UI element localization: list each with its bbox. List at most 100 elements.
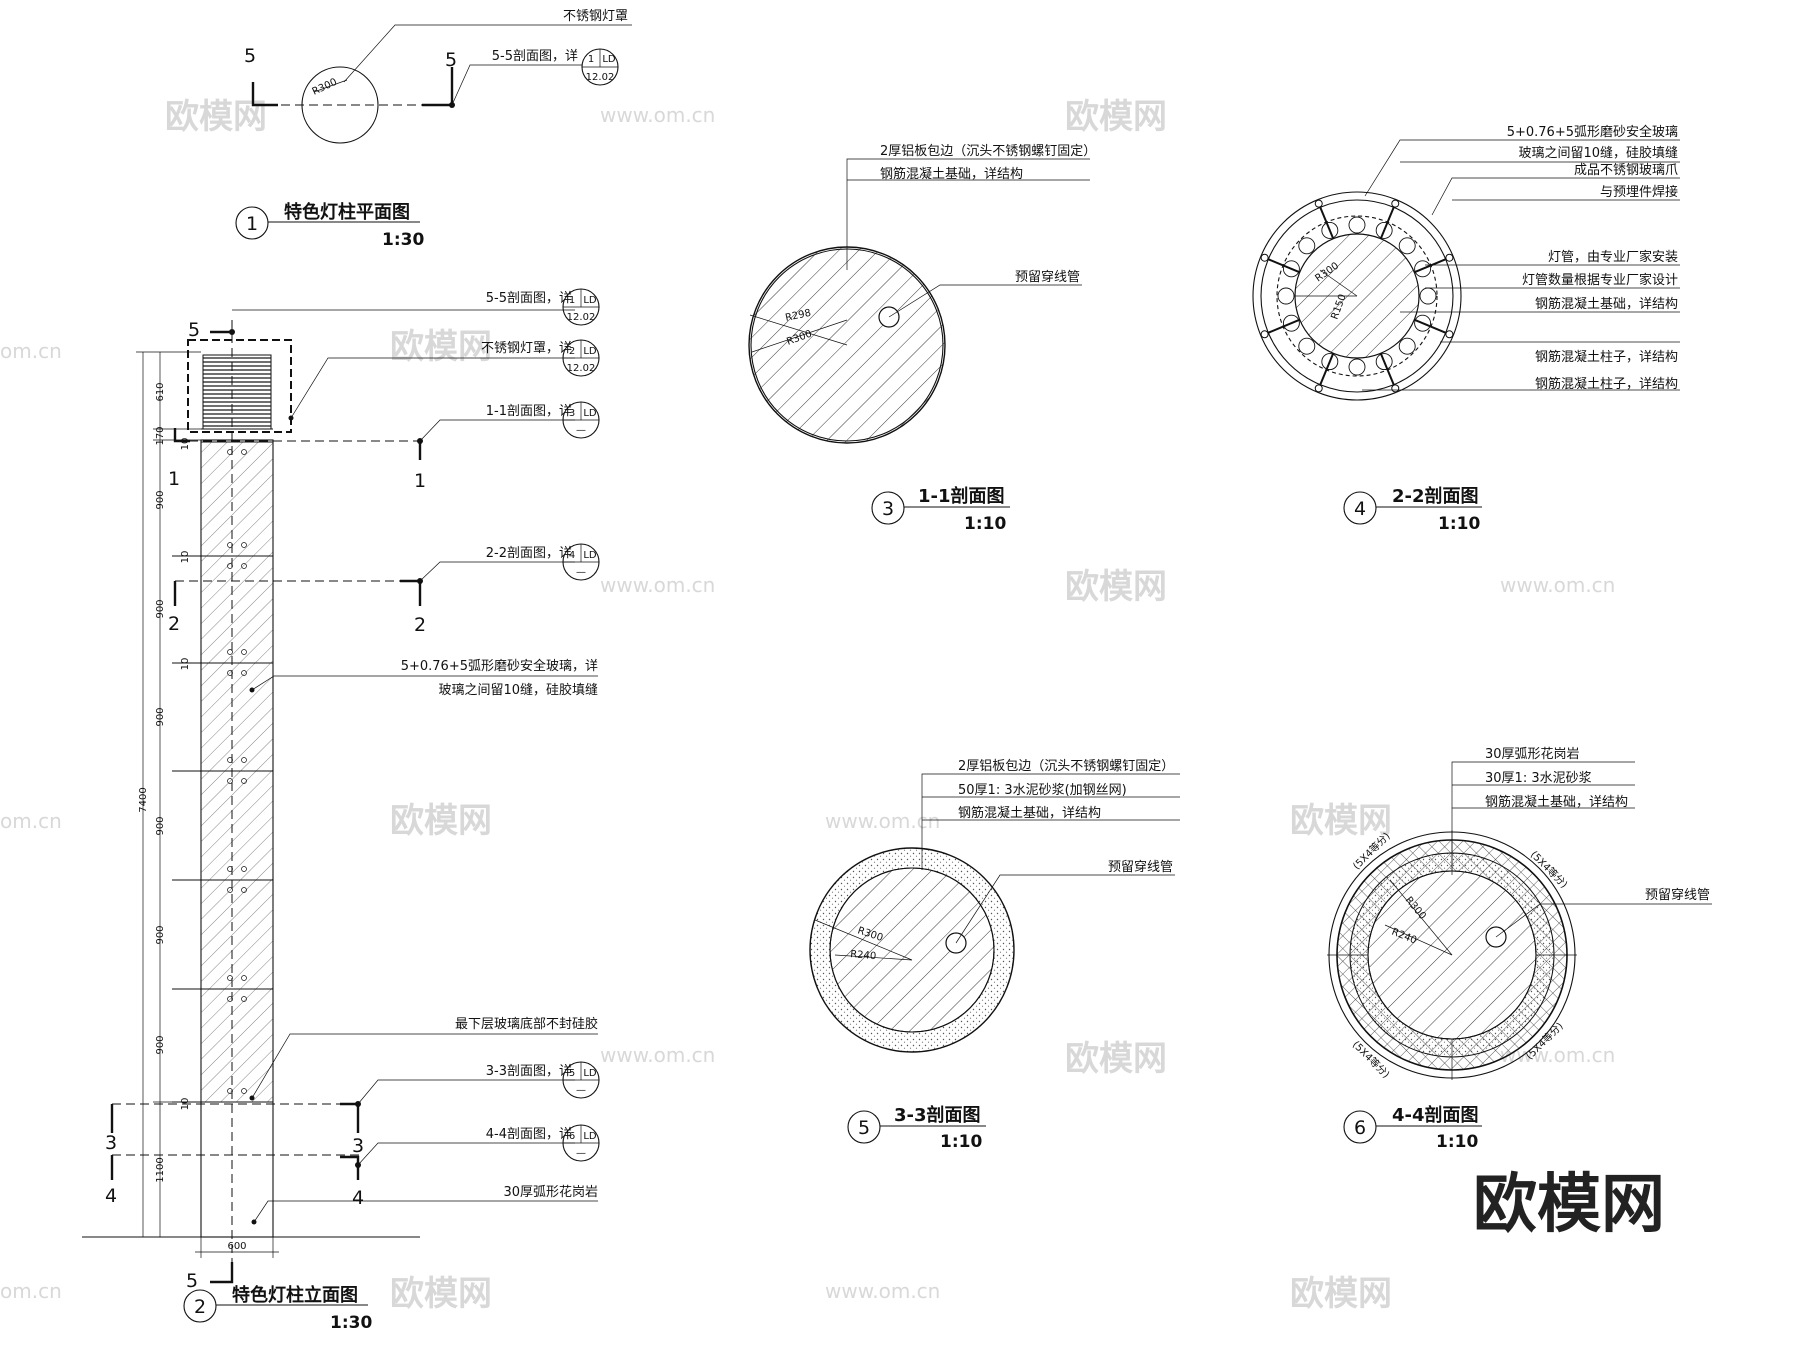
radius-line	[313, 79, 348, 93]
section-mark-left: 5	[244, 45, 256, 67]
svg-text:2: 2	[168, 613, 180, 635]
detail-reference-bubble: 1 LD 12.02	[581, 48, 619, 86]
watermark-url: www.om.cn	[825, 1279, 940, 1303]
svg-text:钢筋混凝土基础，详结构: 钢筋混凝土基础，详结构	[1535, 296, 1678, 312]
svg-text:4: 4	[569, 550, 575, 561]
title-number: 1	[246, 213, 258, 235]
conduit-note: 预留穿线管	[1645, 887, 1710, 903]
watermark: 欧模网	[390, 801, 492, 841]
conduit-note: 预留穿线管	[1015, 269, 1080, 285]
section-2-2: R300 R150 5+0.76+5弧形磨砂安全玻璃 玻璃之间留10缝，硅胶填缝…	[1252, 124, 1680, 534]
svg-text:12.02: 12.02	[567, 312, 596, 323]
watermark: 欧模网	[1065, 1039, 1167, 1079]
title-number-circle	[1343, 491, 1377, 525]
light-tube	[1348, 358, 1366, 376]
lamp-detail-box	[187, 339, 292, 433]
svg-text:灯管，由专业厂家安装: 灯管，由专业厂家安装	[1548, 249, 1678, 265]
watermark-url: www.om.cn	[825, 809, 940, 833]
svg-text:900: 900	[155, 925, 166, 944]
width-dimension: 600	[227, 1241, 246, 1252]
title-number-circle	[1343, 1110, 1377, 1144]
section-title: 4-4剖面图	[1392, 1104, 1479, 1126]
watermark-url: om.cn	[0, 1279, 62, 1303]
svg-text:LD: LD	[583, 346, 597, 357]
svg-text:1: 1	[168, 468, 180, 490]
watermark: 欧模网	[165, 97, 267, 137]
note-cover: 不锈钢灯罩	[563, 9, 628, 24]
svg-text:5: 5	[186, 1270, 198, 1292]
svg-text:3: 3	[352, 1135, 364, 1157]
watermark-url: www.om.cn	[600, 103, 715, 127]
watermark-url: www.om.cn	[600, 1043, 715, 1067]
glass-brackets	[1260, 199, 1454, 393]
note: 钢筋混凝土基础，详结构	[880, 166, 1023, 182]
elevation-scale: 1:30	[330, 1313, 372, 1333]
svg-text:成品不锈钢玻璃爪: 成品不锈钢玻璃爪	[1574, 163, 1678, 178]
section-scale: 1:10	[1436, 1132, 1478, 1152]
elevation-title: 特色灯柱立面图	[232, 1284, 358, 1306]
light-tubes	[1277, 216, 1437, 376]
svg-text:2: 2	[569, 346, 575, 357]
svg-text:与预埋件焊接: 与预埋件焊接	[1600, 184, 1678, 200]
title-number-circle	[871, 491, 905, 525]
bracket-clamp	[1314, 199, 1323, 208]
section-mark-right: 5	[445, 49, 457, 71]
bracket-clamp	[1391, 199, 1400, 208]
leader-line	[846, 158, 1090, 270]
plan-scale: 1:30	[382, 230, 424, 250]
svg-text:4: 4	[1354, 498, 1366, 520]
section-arrow-left	[251, 82, 278, 107]
bracket-clamp	[1391, 384, 1400, 393]
svg-text:610: 610	[155, 382, 166, 401]
svg-text:1: 1	[569, 295, 575, 306]
title-number-circle	[183, 1289, 217, 1323]
svg-text:10: 10	[180, 658, 191, 671]
section-scale: 1:10	[964, 514, 1006, 534]
title-number-circle	[847, 1110, 881, 1144]
glass-bracket	[1379, 203, 1397, 240]
svg-text:900: 900	[155, 490, 166, 509]
light-tube	[1419, 287, 1437, 305]
conduit-note: 预留穿线管	[1108, 859, 1173, 875]
glass-bracket	[1264, 318, 1301, 336]
svg-text:LD: LD	[583, 550, 597, 561]
watermark: 欧模网	[1065, 97, 1167, 137]
note: 50厚1: 3水泥砂浆(加钢丝网)	[958, 783, 1127, 798]
section-scale: 1:10	[940, 1132, 982, 1152]
svg-text:900: 900	[155, 816, 166, 835]
svg-text:LD: LD	[583, 1131, 597, 1142]
note: 钢筋混凝土基础，详结构	[958, 805, 1101, 821]
note: 2厚铝板包边（沉头不锈钢螺钉固定）	[880, 144, 1096, 159]
glass-bracket	[1413, 318, 1450, 336]
note: 2厚铝板包边（沉头不锈钢螺钉固定）	[958, 759, 1174, 774]
elevation-view: 610 170 900 900 900 900 900 900 1100 740…	[82, 288, 600, 1333]
svg-text:900: 900	[155, 707, 166, 726]
svg-text:1: 1	[588, 54, 594, 65]
svg-text:4-4剖面图，详: 4-4剖面图，详	[486, 1127, 572, 1142]
svg-text:—: —	[576, 1148, 586, 1159]
svg-text:玻璃之间留10缝，硅胶填缝: 玻璃之间留10缝，硅胶填缝	[1518, 145, 1678, 161]
section-title: 1-1剖面图	[918, 485, 1005, 507]
watermark: 欧模网	[1290, 1274, 1392, 1314]
note: 30厚弧形花岗岩	[1485, 746, 1580, 762]
svg-text:10: 10	[180, 438, 191, 451]
svg-text:2: 2	[414, 614, 426, 636]
svg-text:灯管数量根据专业厂家设计: 灯管数量根据专业厂家设计	[1522, 272, 1678, 288]
bracket-clamp	[1445, 330, 1454, 339]
glass-panels	[201, 442, 273, 1102]
section-3-3: R300 R240 2厚铝板包边（沉头不锈钢螺钉固定） 50厚1: 3水泥砂浆(…	[809, 759, 1180, 1152]
svg-text:LD: LD	[583, 408, 597, 419]
tube-ring	[1276, 215, 1438, 377]
granite-note: 30厚弧形花岗岩	[503, 1184, 598, 1200]
light-tube	[1298, 337, 1316, 355]
svg-text:5: 5	[858, 1117, 870, 1139]
svg-text:1: 1	[414, 470, 426, 492]
brand-logo: 欧模网	[1473, 1168, 1665, 1242]
leader-line	[451, 64, 582, 106]
leader-line	[343, 24, 632, 83]
svg-text:—: —	[576, 425, 586, 436]
svg-text:10: 10	[180, 551, 191, 564]
section-title: 2-2剖面图	[1392, 485, 1479, 507]
